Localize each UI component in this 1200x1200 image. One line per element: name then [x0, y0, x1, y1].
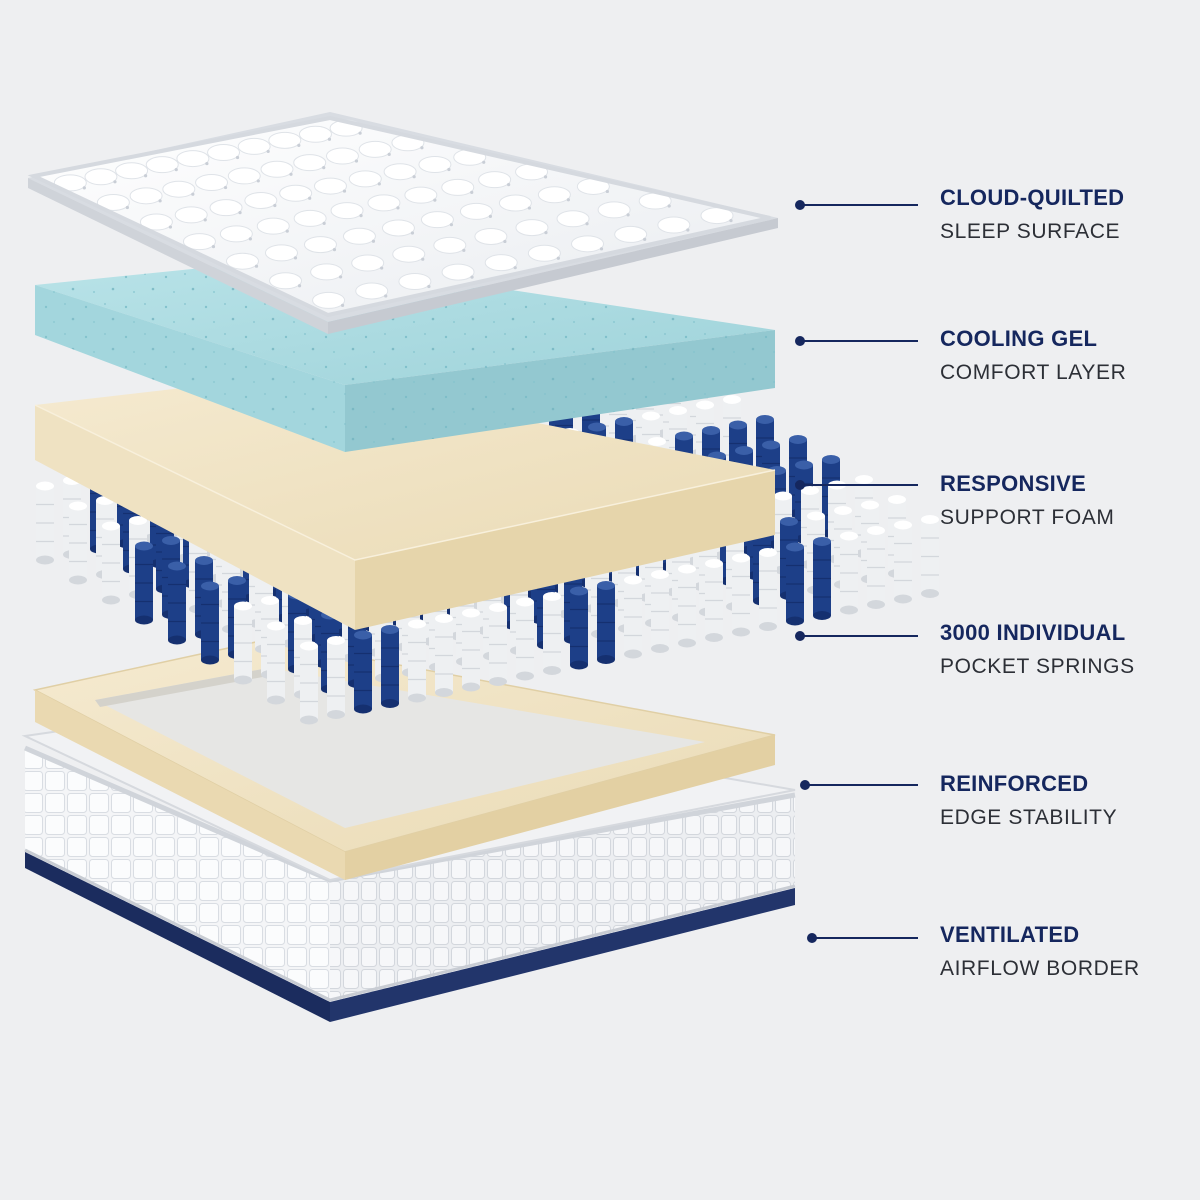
dot-marker-icon: [795, 480, 805, 490]
layer-title: COOLING GEL: [940, 326, 1098, 351]
layer-title: RESPONSIVE: [940, 471, 1087, 496]
layer-subtitle: AIRFLOW BORDER: [940, 957, 1140, 980]
leader-cooling-gel: [795, 336, 918, 346]
leader-reinforced: [800, 780, 918, 790]
layer-title: 3000 INDIVIDUAL: [940, 620, 1126, 645]
leader-lines: [795, 200, 918, 943]
leader-ventilated: [807, 933, 918, 943]
layer-subtitle: POCKET SPRINGS: [940, 655, 1135, 678]
label-cooling-gel: COOLING GEL COMFORT LAYER: [940, 326, 1190, 388]
layer-subtitle: COMFORT LAYER: [940, 361, 1127, 384]
label-cloud-quilted: CLOUD-QUILTED SLEEP SURFACE: [940, 185, 1190, 247]
cooling-gel-comfort-layer: [35, 258, 775, 452]
leader-cloud-quilted: [795, 200, 918, 210]
reinforced-edge-stability-layer: [32, 639, 776, 880]
cloud-quilted-sleep-surface-layer: [27, 112, 778, 334]
label-pocket-springs: 3000 INDIVIDUAL POCKET SPRINGS: [940, 620, 1190, 682]
layer-title: CLOUD-QUILTED: [940, 185, 1125, 210]
layer-title: REINFORCED: [940, 771, 1089, 796]
layer-subtitle: SLEEP SURFACE: [940, 220, 1121, 243]
label-reinforced: REINFORCED EDGE STABILITY: [940, 771, 1190, 833]
responsive-support-foam-layer: [34, 375, 776, 630]
dot-marker-icon: [800, 780, 810, 790]
layer-subtitle: EDGE STABILITY: [940, 806, 1118, 829]
layer-subtitle: SUPPORT FOAM: [940, 506, 1115, 529]
label-responsive: RESPONSIVE SUPPORT FOAM: [940, 471, 1190, 533]
leader-responsive: [795, 480, 918, 490]
label-ventilated: VENTILATED AIRFLOW BORDER: [940, 922, 1190, 984]
layer-title: VENTILATED: [940, 922, 1080, 947]
dot-marker-icon: [807, 933, 817, 943]
leader-pocket-springs: [795, 631, 918, 641]
dot-marker-icon: [795, 336, 805, 346]
dot-marker-icon: [795, 631, 805, 641]
dot-marker-icon: [795, 200, 805, 210]
